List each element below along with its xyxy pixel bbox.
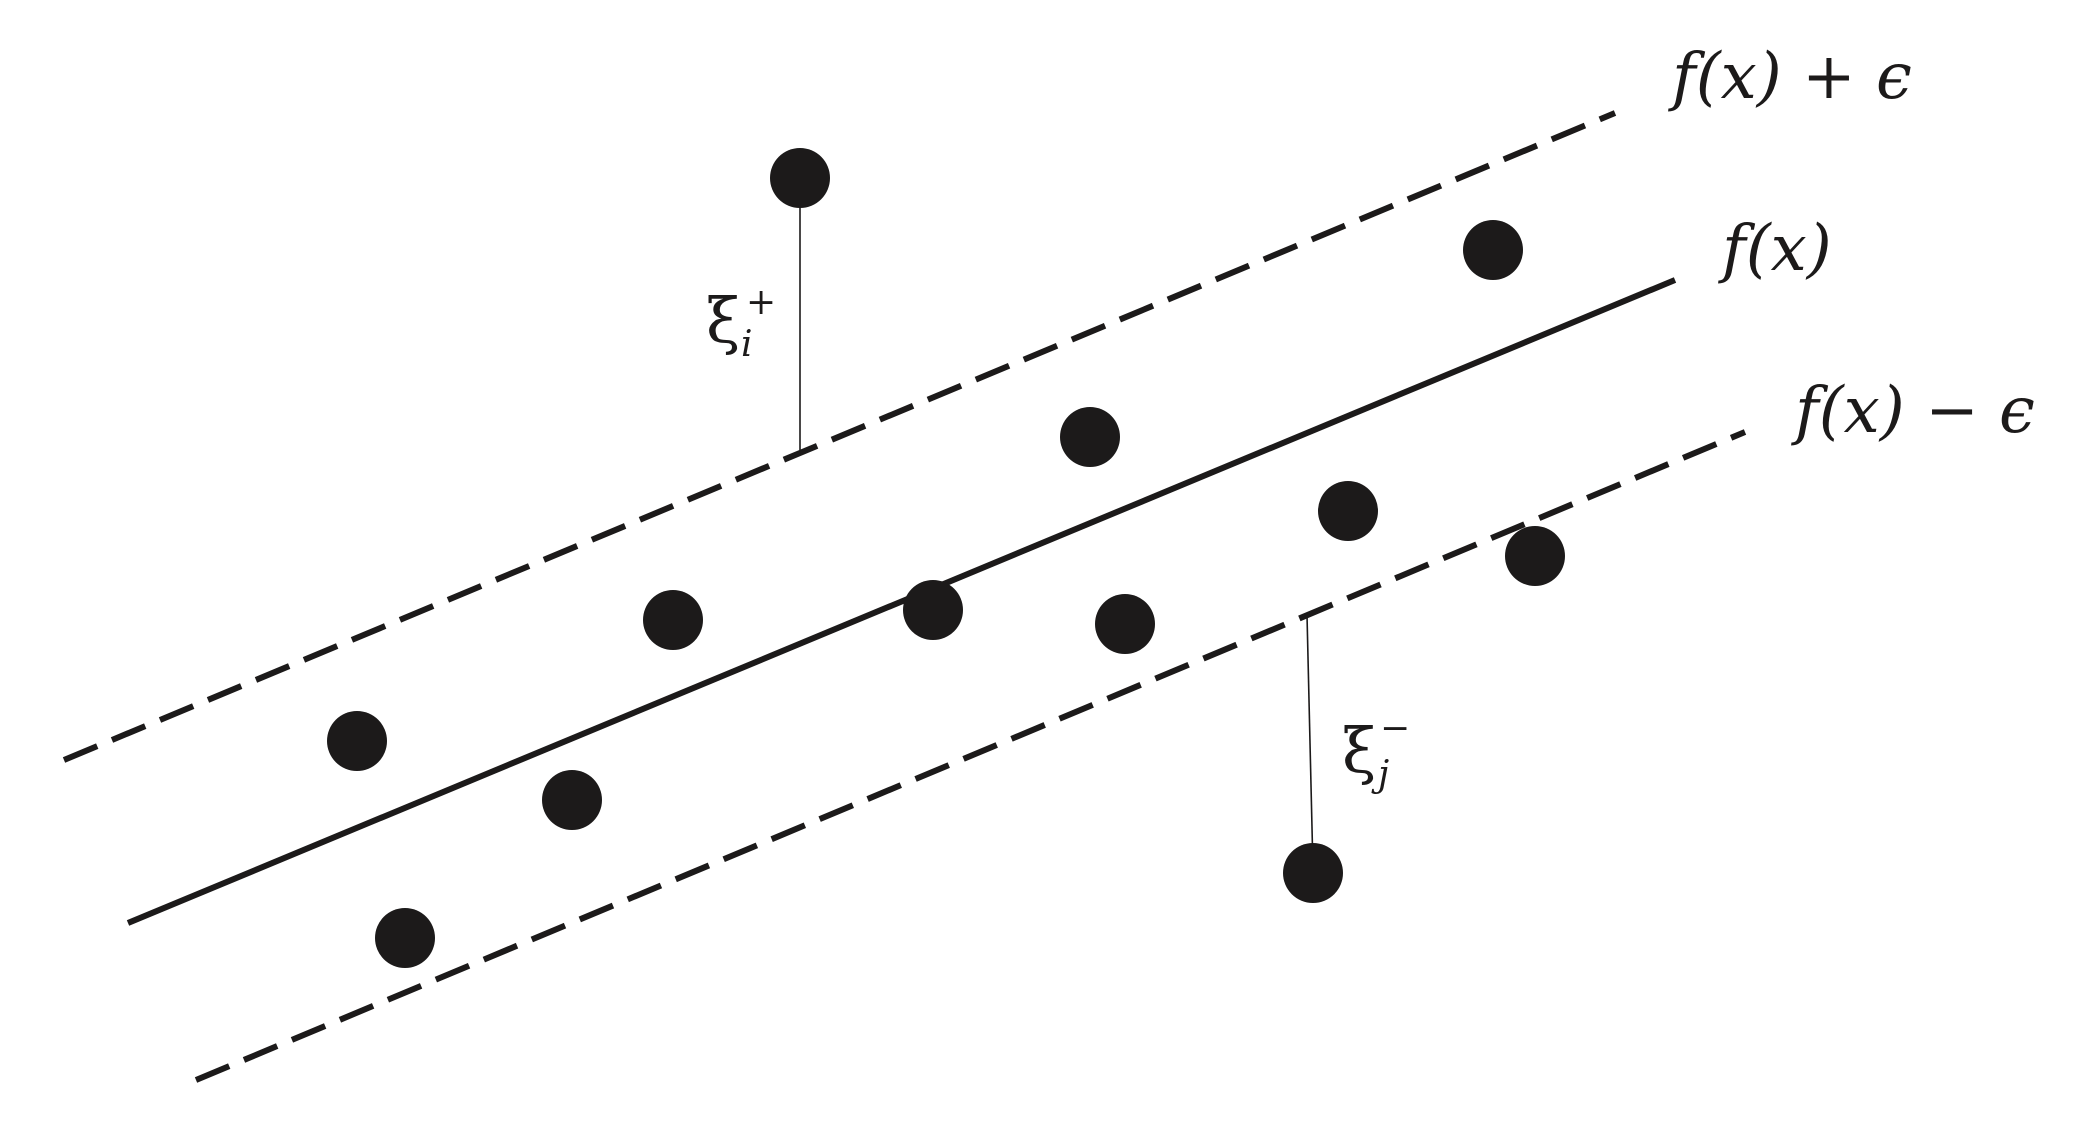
data-point [903,580,963,640]
data-point [1463,220,1523,280]
data-point [770,148,830,208]
data-point [375,908,435,968]
slack-lower-base: ξ [1342,714,1376,787]
data-point [542,770,602,830]
data-points [327,148,1565,968]
regression-line [126,277,1677,926]
data-point [1318,481,1378,541]
upper-epsilon-boundary-line [62,110,1617,763]
slack-lower-label: ξ − j [1342,682,1430,795]
data-point [1505,526,1565,586]
data-point [643,590,703,650]
data-point [327,711,387,771]
data-point [1283,843,1343,903]
upper-boundary-label: f(x) + ϵ [1668,40,1912,114]
lower-epsilon-boundary-line [194,429,1747,1083]
lower-boundary-label: f(x) − ϵ [1791,374,2035,448]
slack-upper-superscript: + [746,282,776,323]
data-point [1060,407,1120,467]
slack-upper-label: ξ + i [706,256,796,365]
slack-upper-base: ξ [706,284,740,357]
slack-lower-line [1306,614,1314,871]
regression-line-label: f(x) [1718,212,1832,286]
data-point [1095,594,1155,654]
slack-lower-superscript: − [1380,708,1410,749]
slack-upper-subscript: i [741,324,753,365]
